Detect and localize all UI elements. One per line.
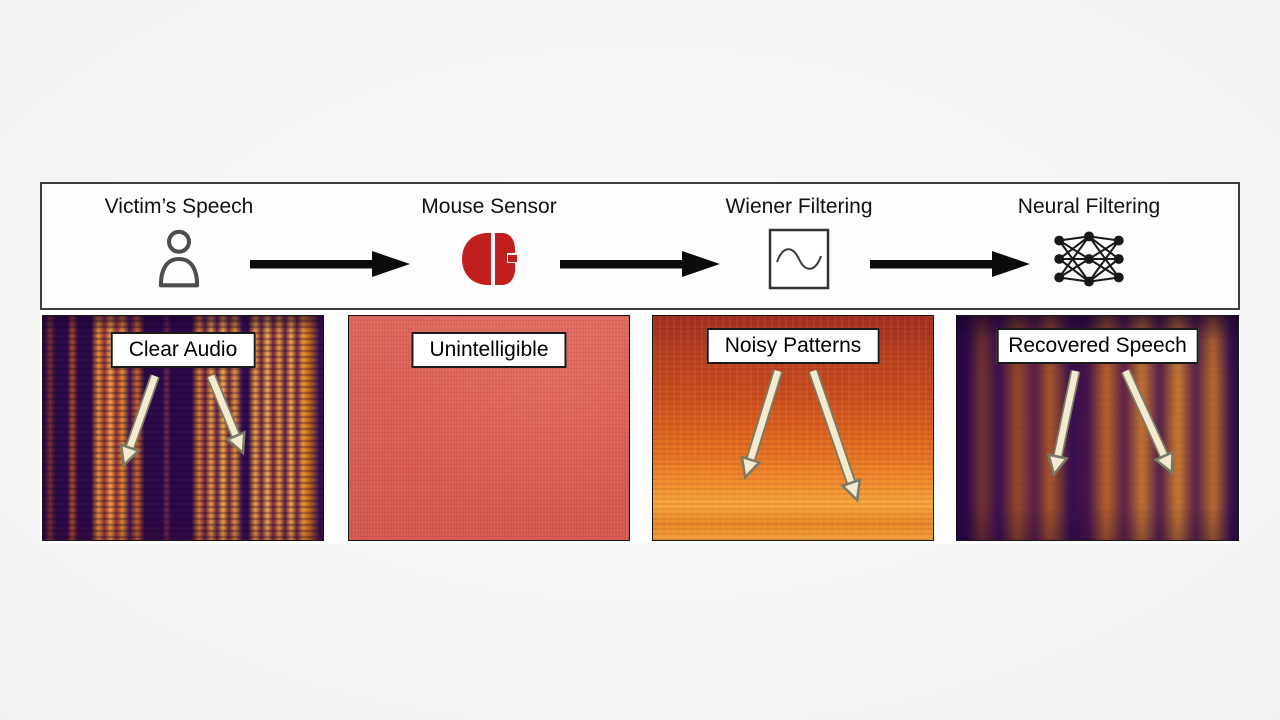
spectrogram-label: Recovered Speech	[996, 328, 1199, 364]
sine-wave-box-icon-svg	[768, 228, 830, 290]
mouse-sensor-icon	[369, 224, 609, 294]
arrow-right-icon	[558, 248, 722, 280]
speech-recovery-pipeline-figure: Victim’s Speech Mouse Sensor	[40, 182, 1240, 544]
arrow-right-icon	[868, 248, 1032, 280]
spectrogram-noisy-patterns: Noisy Patterns	[652, 315, 934, 541]
stage-label: Victim’s Speech	[104, 195, 254, 218]
stage-label: Wiener Filtering	[725, 195, 873, 218]
sine-wave-box-icon	[679, 224, 919, 294]
person-icon-svg	[158, 229, 200, 288]
spectrogram-label: Unintelligible	[411, 332, 567, 368]
spectrogram-clear-audio: Clear Audio	[42, 315, 324, 541]
mouse-sensor-icon-svg	[462, 233, 517, 285]
arrow-right-icon	[248, 248, 412, 280]
annotation-arrows	[653, 369, 933, 540]
spectrogram-label: Noisy Patterns	[706, 328, 880, 364]
person-icon	[59, 224, 299, 294]
spectrogram-label: Clear Audio	[110, 332, 256, 368]
stage-mouse-sensor: Mouse Sensor	[369, 194, 609, 294]
neural-network-icon	[969, 224, 1209, 294]
stage-wiener-filtering: Wiener Filtering	[679, 194, 919, 294]
stage-neural-filtering: Neural Filtering	[969, 194, 1209, 294]
annotation-arrows	[957, 368, 1238, 540]
spectrogram-unintelligible: Unintelligible	[348, 315, 630, 541]
stage-label: Mouse Sensor	[421, 195, 557, 218]
neural-network-icon-svg	[1054, 231, 1124, 287]
annotation-arrows	[43, 374, 323, 540]
spectrogram-recovered-speech: Recovered Speech	[956, 315, 1239, 541]
pipeline-row: Victim’s Speech Mouse Sensor	[40, 182, 1240, 310]
stage-label: Neural Filtering	[1017, 195, 1161, 218]
stage-victims-speech: Victim’s Speech	[59, 194, 299, 294]
